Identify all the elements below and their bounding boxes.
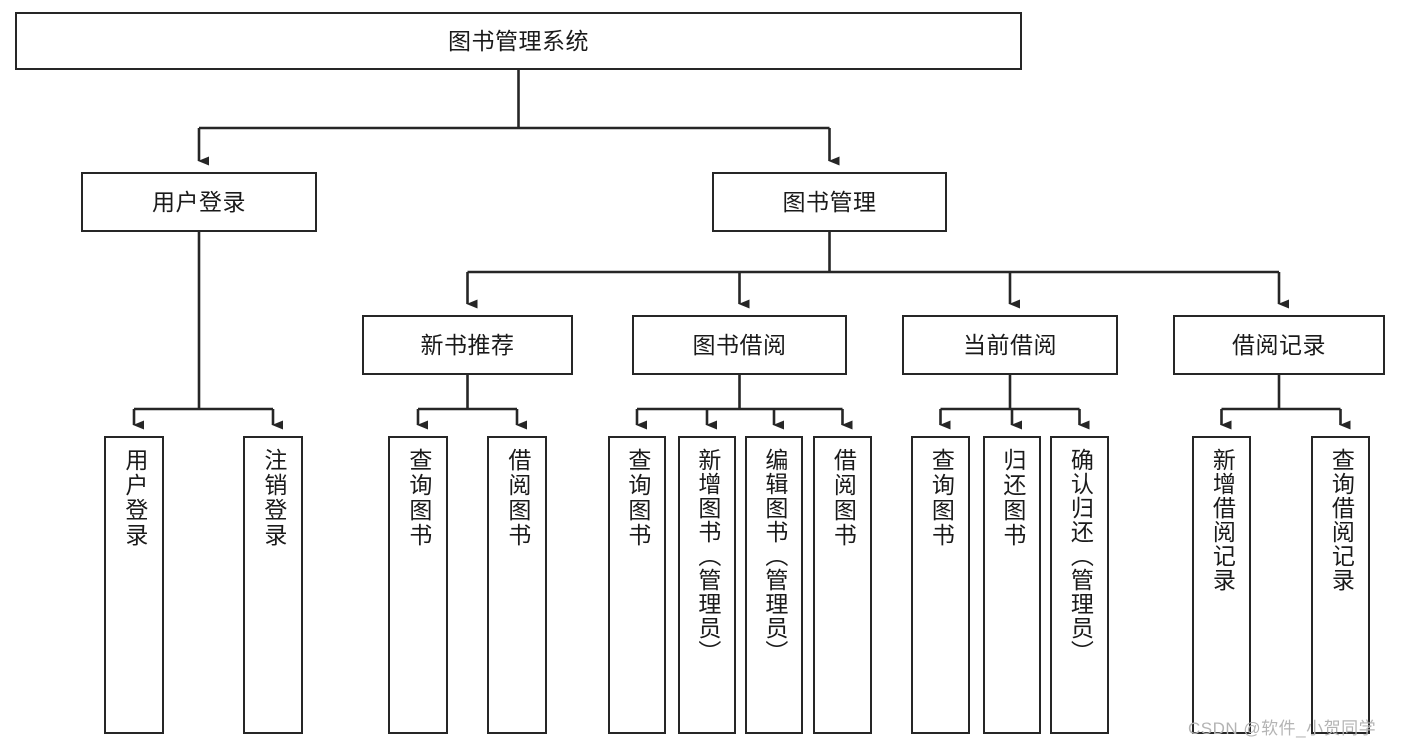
node-borrow-record: 借阅记录 bbox=[1173, 315, 1385, 375]
node-label-book-borrow: 图书借阅 bbox=[692, 331, 787, 358]
node-label-leaf-query-book-borrow: 查询图书 bbox=[624, 448, 651, 548]
node-label-leaf-query-book-recommend: 查询图书 bbox=[405, 448, 432, 548]
csdn-watermark: CSDN @软件_小贺同学 bbox=[1188, 719, 1377, 738]
node-leaf-add-borrow-record: 新增借阅记录 bbox=[1192, 436, 1251, 734]
node-leaf-user-login: 用户登录 bbox=[104, 436, 164, 734]
node-user-login: 用户登录 bbox=[81, 172, 317, 232]
node-current-borrow: 当前借阅 bbox=[902, 315, 1118, 375]
node-leaf-edit-book-admin: 编辑图书（管理员） bbox=[745, 436, 803, 734]
node-label-leaf-borrow-book-recommend: 借阅图书 bbox=[504, 448, 531, 548]
node-label-leaf-edit-book-admin: 编辑图书（管理员） bbox=[761, 448, 788, 664]
node-label-leaf-logout-login: 注销登录 bbox=[260, 448, 287, 548]
node-leaf-query-book-recommend: 查询图书 bbox=[388, 436, 448, 734]
node-label-current-borrow: 当前借阅 bbox=[963, 331, 1057, 358]
node-label-leaf-query-borrow-record: 查询借阅记录 bbox=[1328, 448, 1355, 592]
node-label-user-login: 用户登录 bbox=[152, 188, 246, 215]
node-label-root: 图书管理系统 bbox=[448, 27, 589, 54]
node-leaf-add-book-admin: 新增图书（管理员） bbox=[678, 436, 736, 734]
node-label-leaf-add-borrow-record: 新增借阅记录 bbox=[1209, 448, 1236, 592]
node-label-new-book-recommend: 新书推荐 bbox=[420, 331, 515, 358]
node-leaf-query-book-borrow: 查询图书 bbox=[608, 436, 666, 734]
node-leaf-confirm-return-admin: 确认归还（管理员） bbox=[1050, 436, 1109, 734]
node-new-book-recommend: 新书推荐 bbox=[362, 315, 573, 375]
node-label-leaf-query-book-current: 查询图书 bbox=[928, 448, 955, 548]
node-root: 图书管理系统 bbox=[15, 12, 1022, 70]
node-leaf-logout-login: 注销登录 bbox=[243, 436, 303, 734]
node-label-book-manage: 图书管理 bbox=[782, 188, 877, 215]
node-book-manage: 图书管理 bbox=[712, 172, 947, 232]
node-label-leaf-borrow-book: 借阅图书 bbox=[830, 448, 857, 548]
node-label-leaf-return-book: 归还图书 bbox=[999, 448, 1026, 548]
node-label-leaf-user-login: 用户登录 bbox=[121, 448, 148, 548]
node-leaf-borrow-book: 借阅图书 bbox=[813, 436, 872, 734]
node-leaf-borrow-book-recommend: 借阅图书 bbox=[487, 436, 547, 734]
node-label-leaf-add-book-admin: 新增图书（管理员） bbox=[694, 448, 721, 664]
node-label-leaf-confirm-return-admin: 确认归还（管理员） bbox=[1067, 448, 1094, 664]
node-leaf-return-book: 归还图书 bbox=[983, 436, 1041, 734]
node-book-borrow: 图书借阅 bbox=[632, 315, 847, 375]
node-leaf-query-book-current: 查询图书 bbox=[911, 436, 970, 734]
node-leaf-query-borrow-record: 查询借阅记录 bbox=[1311, 436, 1370, 734]
node-label-borrow-record: 借阅记录 bbox=[1232, 331, 1326, 358]
